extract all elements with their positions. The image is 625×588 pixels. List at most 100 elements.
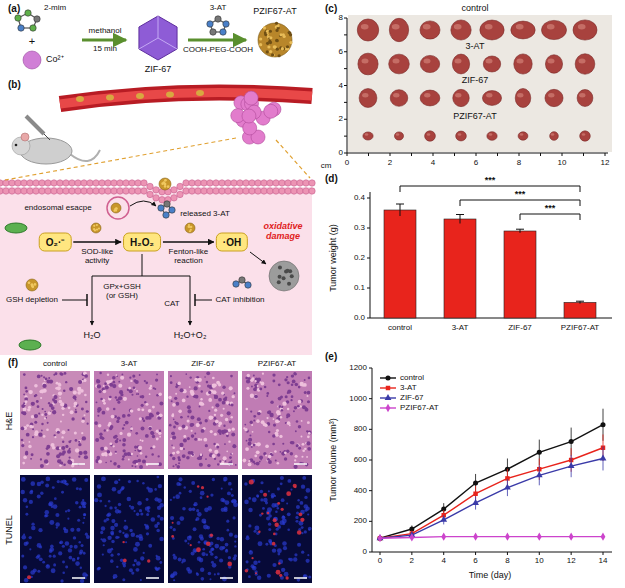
tissue-texture [254,455,257,458]
nucleus-stain [75,561,80,566]
tissue-texture [104,452,108,456]
nucleus-stain [114,480,118,484]
axis-title: Tumor volume (mm³) [329,418,339,502]
particle-grain [114,208,116,210]
tissue-texture [107,450,110,453]
nucleus-stain [46,564,50,568]
tissue-texture [217,463,219,465]
tissue-texture [67,429,69,431]
tissue-texture [150,447,152,449]
tissue-texture [106,407,110,411]
membrane-lipid [117,188,123,194]
tick-mark [519,153,520,156]
tissue-texture [280,408,283,411]
tissue-texture [21,427,24,430]
tumor-highlight [548,59,555,64]
nucleus-stain [209,578,211,580]
tissue-texture [286,376,288,378]
tissue-texture [275,419,279,423]
membrane-lipid [189,188,195,194]
nucleus-stain [57,480,60,483]
nucleus-stain [234,540,236,542]
tissue-texture [214,450,218,454]
atom [15,15,21,21]
series-marker [473,491,477,495]
membrane-lipid [87,188,93,194]
nucleus-stain [84,514,86,516]
membrane-lipid [129,180,135,186]
tissue-texture [150,431,154,435]
nucleus-stain [69,556,73,560]
tissue-texture [98,390,101,393]
crystal-facet [158,38,177,49]
pzif-grain [281,47,284,50]
tissue-texture [187,437,190,440]
tunel-micrograph [94,475,164,583]
nucleus-stain [267,574,271,578]
tumor-highlight [393,93,399,98]
nucleus-stain [137,501,142,506]
legend-marker [386,386,390,390]
nucleus-stain [129,568,133,572]
membrane-lipid [255,188,261,194]
nucleus-stain [102,538,106,542]
tumor-photo [358,53,378,75]
particle-in-blood [136,93,144,99]
pzif-grain [269,41,272,44]
tissue-texture [270,452,273,455]
tissue-texture [178,410,182,414]
tumor-highlight [427,133,431,136]
panel-letter: (b) [8,79,21,90]
tissue-texture [25,390,28,393]
tissue-texture [298,400,302,404]
nucleus-stain [301,551,304,554]
tick-mark [368,153,369,156]
atom [163,212,169,218]
axis-tick: 8 [339,14,343,23]
tissue-texture [25,452,28,455]
nucleus-stain [158,567,161,570]
tissue-texture [53,410,56,413]
series-marker [378,534,383,542]
category-label: ZIF-67 [508,324,532,333]
tissue-texture [216,381,220,385]
tumor-photo [363,132,373,140]
pzif-grain [266,30,269,33]
tissue-texture [152,435,155,438]
membrane-lipid [99,188,105,194]
tissue-texture [233,444,235,446]
tissue-texture [170,438,172,440]
tissue-texture [255,386,257,388]
series-marker [537,533,542,541]
column-label: control [43,360,67,369]
nucleus-stain [227,529,230,532]
nucleus-stain [224,479,226,481]
tumor-photo [542,20,567,39]
tissue-texture [135,466,137,468]
nucleus-stain [60,579,63,582]
apoptosis-stain [279,574,282,577]
tissue-texture [84,455,88,459]
apoptosis-stain [297,530,302,535]
atom [233,281,239,287]
tissue-texture [230,375,233,378]
tissue-texture [172,465,174,467]
nucleus-stain [277,553,280,556]
tissue-texture [296,444,300,448]
tissue-texture [40,397,42,399]
tissue-texture [59,400,63,404]
tissue-texture [95,438,99,442]
pzif-grain [279,33,282,36]
tissue-texture [34,384,38,388]
tissue-texture [116,420,119,423]
reagent-label: 3-AT [210,4,227,13]
series-marker [504,484,511,490]
nucleus-stain [118,479,120,481]
nucleus-stain [79,541,81,543]
tissue-texture [208,391,211,394]
axis-tick: 0 [363,548,367,557]
tissue-texture [30,458,32,460]
error-cap [456,214,464,215]
membrane-lipid [75,188,81,194]
nucleus-stain [198,541,201,544]
